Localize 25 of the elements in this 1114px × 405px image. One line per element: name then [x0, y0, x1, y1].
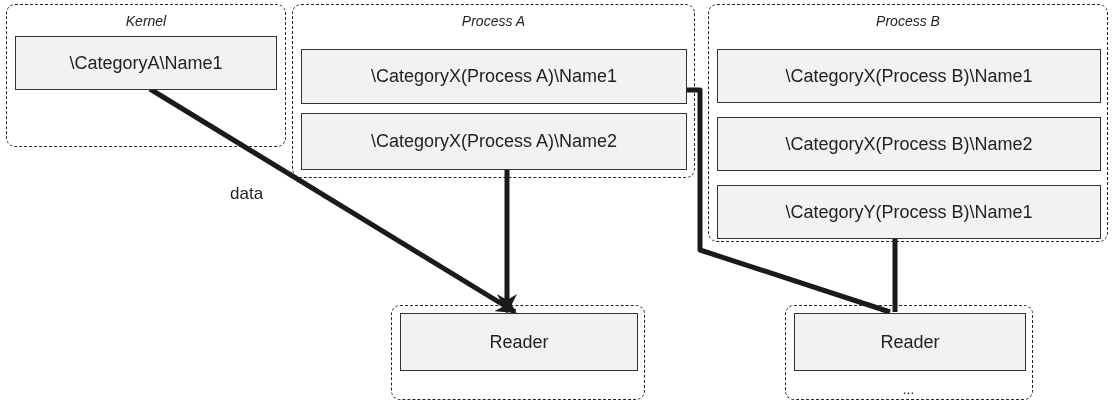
process-box [717, 49, 1101, 103]
box-label: Reader [489, 331, 549, 353]
group-frame [292, 4, 695, 178]
group-heading: Process B [876, 12, 940, 28]
process-box [400, 313, 638, 371]
group-frame [391, 305, 645, 400]
group-frame [6, 4, 286, 147]
process-box [717, 117, 1101, 171]
group-frame [785, 305, 1033, 400]
box-label: Reader [880, 331, 940, 353]
process-box [794, 313, 1026, 371]
box-label: \CategoryA\Name1 [69, 52, 223, 74]
box-label: \CategoryX(Process A)\Name1 [370, 66, 618, 87]
box-label: \CategoryX(Process B)\Name2 [785, 133, 1033, 155]
process-box [301, 49, 687, 104]
box-label: \CategoryX(Process B)\Name1 [785, 65, 1033, 87]
group-heading: Process A [461, 12, 526, 28]
process-box [15, 36, 277, 90]
process-box [717, 185, 1101, 239]
group-heading: Kernel [125, 12, 167, 28]
box-label: \CategoryX(Process A)\Name2 [370, 131, 618, 152]
box-label: \CategoryY(Process B)\Name1 [785, 201, 1033, 223]
group-frame [708, 4, 1108, 242]
group-heading: ... [903, 382, 915, 399]
process-box [301, 113, 687, 170]
